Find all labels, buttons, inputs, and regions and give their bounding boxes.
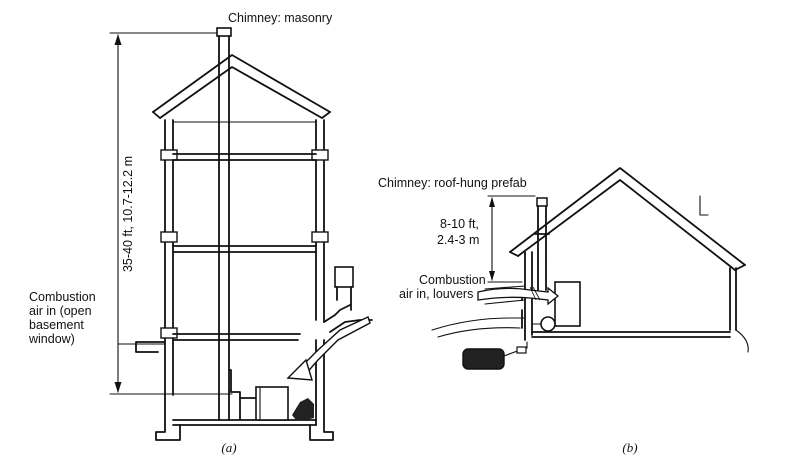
combustion-label-a-line2: air in (open — [29, 304, 92, 318]
masonry-chimney — [216, 27, 257, 421]
combustion-label-a-line1: Combustion — [29, 290, 96, 304]
height-dimension-line-a — [109, 32, 233, 395]
oil-tank-b — [462, 341, 528, 370]
walls-b — [524, 251, 737, 341]
roof-b — [509, 167, 746, 271]
height-dimension-line-b — [487, 195, 536, 283]
combustion-air-arrow-b — [477, 285, 560, 306]
caption-b: (b) — [622, 440, 637, 455]
combustion-air-arrow-a — [286, 316, 371, 381]
chimney-label-b: Chimney: roof-hung prefab — [378, 176, 527, 190]
floors-a — [172, 153, 317, 341]
furnace-a — [255, 386, 314, 421]
height-label-b-line2: 2.4-3 m — [437, 233, 479, 247]
height-label-a: 35-40 ft, 10.7-12.2 m — [121, 156, 135, 272]
diagram-a-tall-house: Chimney: masonry 35-40 ft, 10.7-12.2 m C… — [28, 11, 373, 455]
ground-b — [431, 317, 749, 353]
prefab-chimney — [534, 197, 550, 291]
chimney-label-a: Chimney: masonry — [228, 11, 333, 25]
combustion-label-a-line3: basement — [29, 318, 84, 332]
combustion-label-a-line4: window) — [28, 332, 75, 346]
basement-window-a — [323, 266, 373, 333]
basement-a — [117, 339, 334, 441]
roof-a — [152, 54, 331, 119]
caption-a: (a) — [221, 440, 236, 455]
walls-a — [160, 119, 329, 396]
furnace-b — [521, 281, 581, 332]
combustion-label-b-line1: Combustion — [419, 273, 486, 287]
height-label-b-line1: 8-10 ft, — [440, 217, 479, 231]
combustion-label-b-line2: air in, louvers — [399, 287, 473, 301]
diagram-b-low-house: Chimney: roof-hung prefab 8-10 ft, 2.4-3… — [378, 167, 749, 455]
